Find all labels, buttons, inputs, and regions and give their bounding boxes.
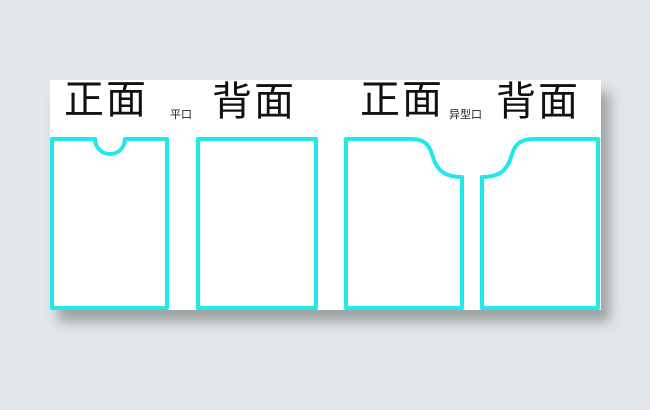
front-label-shaped: 正面 [360,77,444,123]
flat-back-card [196,137,318,310]
shaped-front-card [344,137,464,310]
back-label-flat: 背面 [212,79,296,125]
flat-opening-note: 平口 [170,108,192,121]
back-label-shaped: 背面 [496,79,580,125]
shaped-opening-note: 异型口 [449,108,482,121]
flat-front-card [50,137,169,310]
front-label-flat: 正面 [64,77,148,123]
shaped-back-card [480,137,600,310]
